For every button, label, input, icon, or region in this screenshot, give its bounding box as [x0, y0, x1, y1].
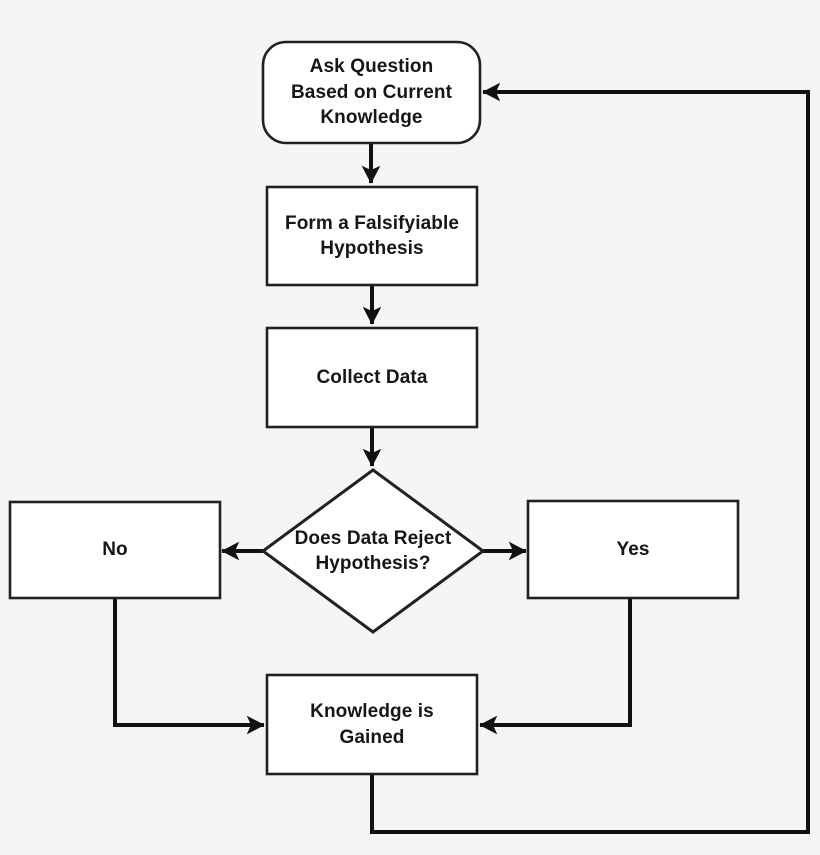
knowledge-shape — [265, 673, 479, 776]
edge-knowledge-to-ask — [370, 82, 810, 834]
yes-shape — [526, 499, 740, 600]
collect-data-shape — [265, 326, 479, 429]
ask-question-shape — [261, 40, 482, 145]
no-shape — [8, 500, 222, 600]
hypothesis-shape — [265, 185, 479, 287]
decision-diamond-shape — [260, 468, 486, 634]
edge-no-to-knowledge — [113, 598, 265, 735]
edge-yes-to-knowledge — [479, 598, 632, 735]
